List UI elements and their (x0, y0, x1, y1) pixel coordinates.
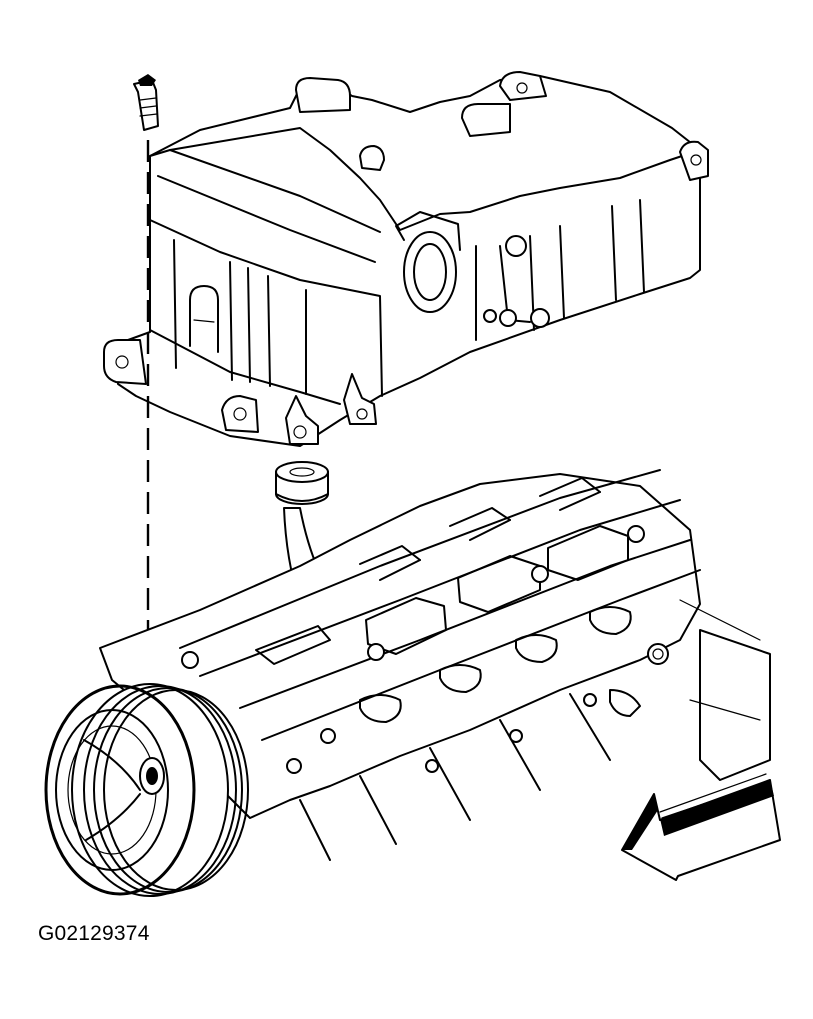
figure-id-label: G02129374 (38, 922, 150, 945)
cover-bolt (133, 74, 159, 131)
crankshaft-pulley (44, 683, 249, 897)
cylinder-head (99, 469, 771, 861)
front-direction-arrow-icon (621, 773, 781, 881)
oil-filler-cap (275, 461, 329, 505)
camshaft-cover (103, 71, 709, 447)
